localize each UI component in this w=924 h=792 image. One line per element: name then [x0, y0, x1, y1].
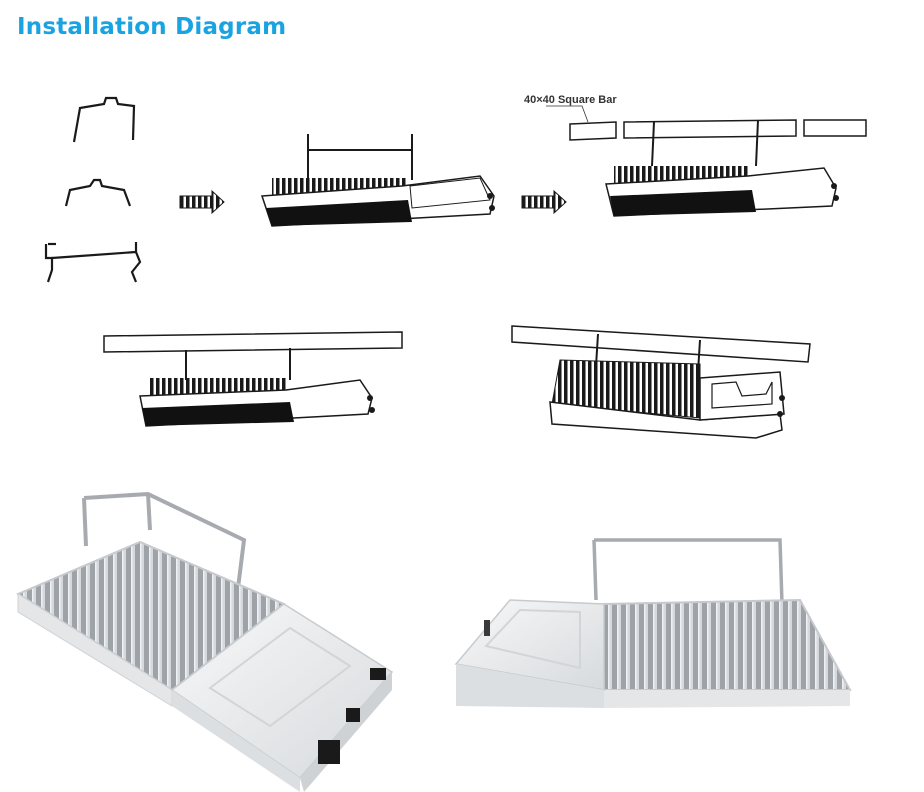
square-bar-label: 40×40 Square Bar: [524, 94, 617, 106]
product-photo-left: [15, 491, 394, 792]
step-arrow-1: [179, 189, 225, 215]
step-arrow-2: [521, 189, 567, 215]
fixture-hanging-tilted: [511, 325, 811, 439]
bracket-u-tall: [72, 96, 136, 143]
bracket-u-short: [64, 178, 132, 207]
fixture-hanging-flat: [103, 331, 403, 427]
fixture-mounted-on-bar: [546, 105, 867, 217]
page-title: Installation Diagram: [17, 14, 287, 40]
product-photo-right: [454, 538, 852, 708]
bracket-long-hooks: [44, 242, 142, 283]
fixture-with-bracket: [260, 134, 495, 227]
